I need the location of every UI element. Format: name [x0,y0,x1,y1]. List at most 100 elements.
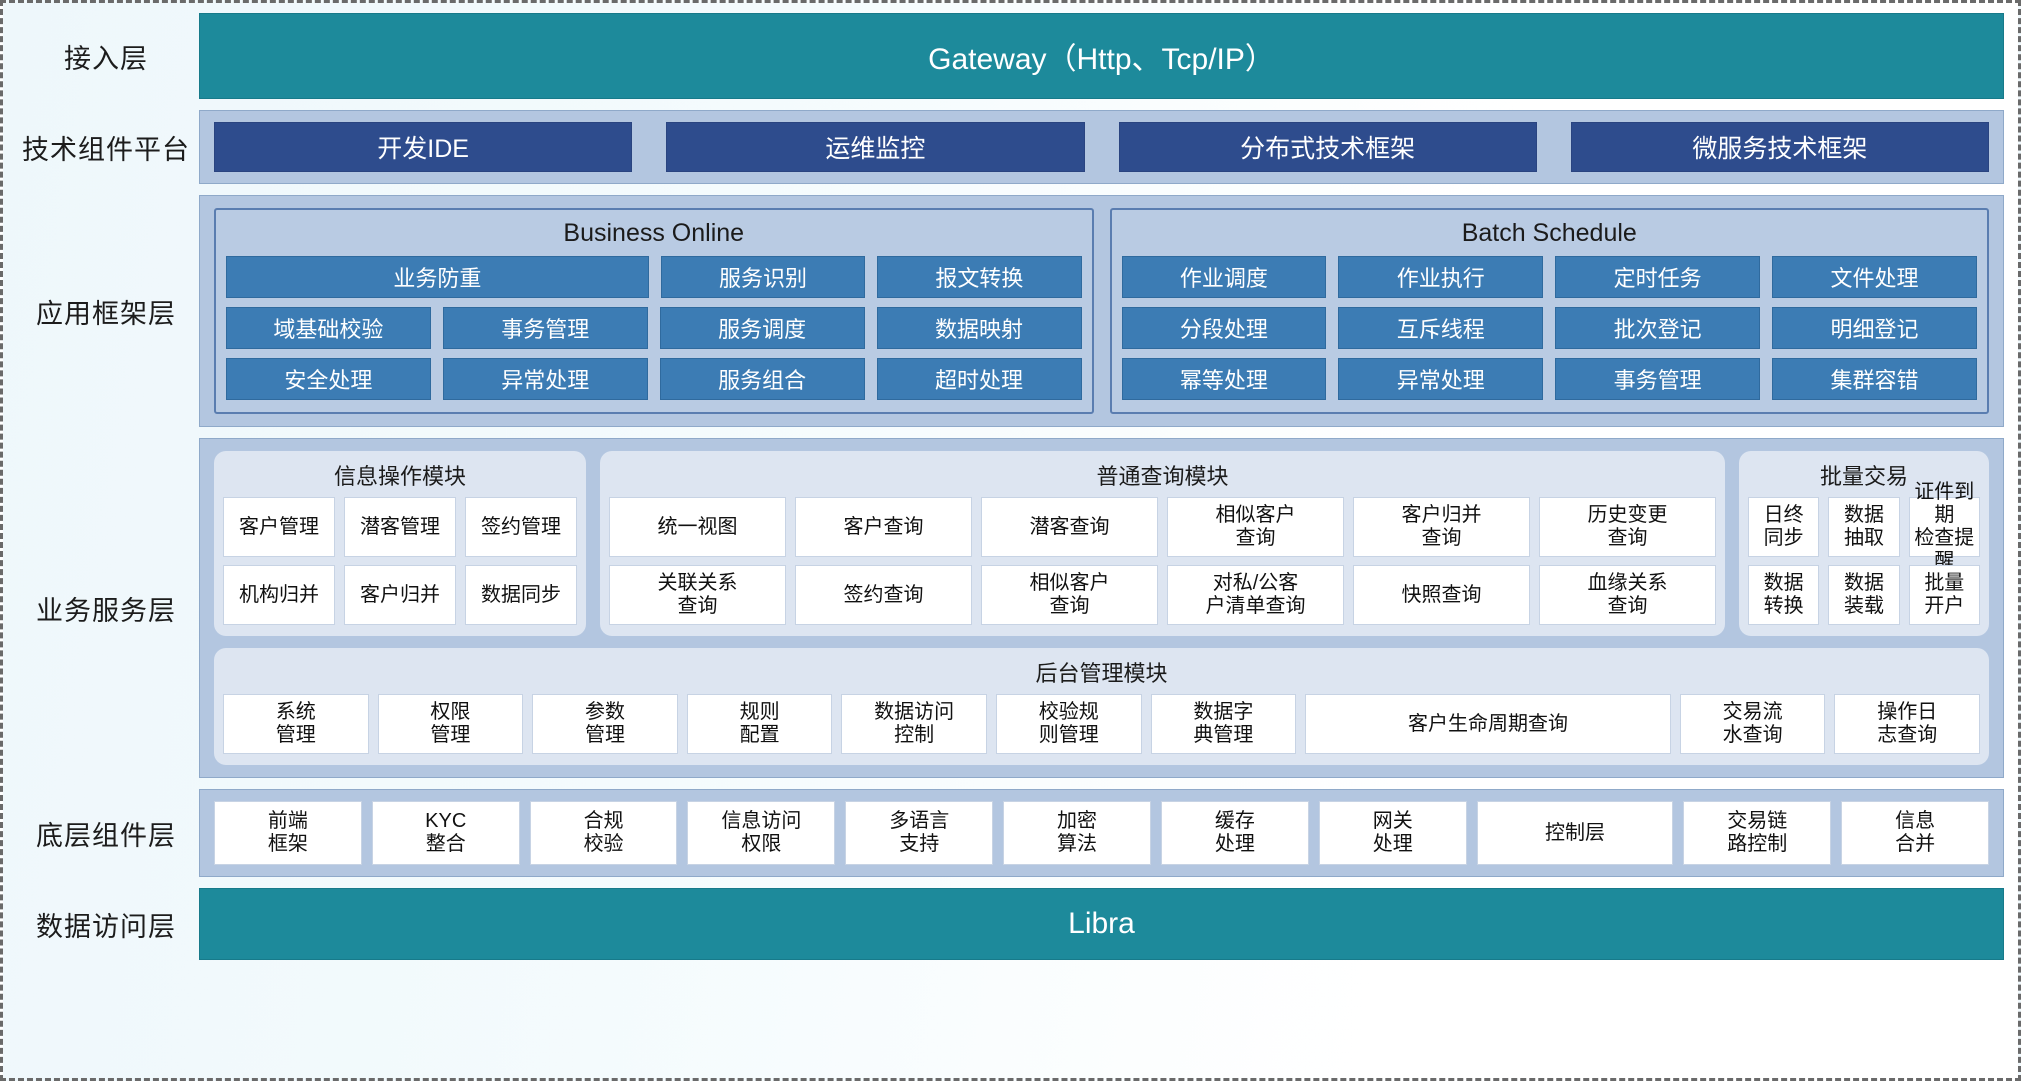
framework-row: 业务防重 服务识别 报文转换 [226,256,1082,298]
fw-cell-message-convert[interactable]: 报文转换 [877,256,1082,298]
business-module-row: 信息操作模块 客户管理 潜客管理 签约管理 机构归并 客户归并 数据同步 [214,451,1989,636]
admin-cell-permission-mgmt[interactable]: 权限管理 [377,694,524,754]
bottom-cell-info-access-permission[interactable]: 信息访问权限 [687,801,836,865]
admin-cell-rule-config[interactable]: 规则配置 [686,694,833,754]
biz-cell-data-load[interactable]: 数据装载 [1828,565,1900,625]
biz-cell-batch-account-open[interactable]: 批量开户 [1908,565,1980,625]
biz-cell-lineage-query[interactable]: 血缘关系查询 [1539,565,1716,625]
biz-group-common-query: 普通查询模块 统一视图 客户查询 潜客查询 相似客户查询 客户归并查询 历史变更… [600,451,1725,636]
bottom-cell-info-merge[interactable]: 信息合并 [1841,801,1990,865]
framework-row: 作业调度 作业执行 定时任务 文件处理 [1121,256,1977,298]
bottom-cell-compliance-check[interactable]: 合规校验 [529,801,678,865]
admin-cell-validation-rule-mgmt[interactable]: 校验规则管理 [995,694,1142,754]
biz-cell-eod-sync[interactable]: 日终同步 [1748,497,1820,557]
fw-cell-exception-process-batch[interactable]: 异常处理 [1338,358,1544,400]
biz-cell-prospect-query[interactable]: 潜客查询 [981,497,1158,557]
layer-tech-platform: 技术组件平台 开发IDE 运维监控 分布式技术框架 微服务技术框架 [13,110,2004,184]
app-framework-panel: Business Online 业务防重 服务识别 报文转换 域基础校验 事务管… [199,195,2004,427]
biz-group-batch-transaction: 批量交易 日终同步 数据抽取 证件到期检查提醒 数据转换 数据装载 批量开户 [1739,451,1989,636]
biz-cell-snapshot-query[interactable]: 快照查询 [1353,565,1530,625]
admin-cell-transaction-flow-query[interactable]: 交易流水查询 [1679,694,1826,754]
layer-app-framework: 应用框架层 Business Online 业务防重 服务识别 报文转换 域基础… [13,195,2004,427]
fw-cell-service-compose[interactable]: 服务组合 [659,358,865,400]
biz-cell-history-change-query[interactable]: 历史变更查询 [1539,497,1716,557]
biz-cell-org-merge[interactable]: 机构归并 [223,565,335,625]
admin-cell-param-mgmt[interactable]: 参数管理 [532,694,678,754]
admin-cell-system-mgmt[interactable]: 系统管理 [223,694,369,754]
fw-cell-transaction-mgmt[interactable]: 事务管理 [442,307,648,349]
biz-cell-customer-merge-query[interactable]: 客户归并查询 [1353,497,1530,557]
fw-cell-detail-register[interactable]: 明细登记 [1772,307,1977,349]
bottom-cell-cache-processing[interactable]: 缓存处理 [1160,801,1309,865]
business-service-panel: 信息操作模块 客户管理 潜客管理 签约管理 机构归并 客户归并 数据同步 [199,438,2004,778]
biz-cell-relation-query[interactable]: 关联关系查询 [609,565,786,625]
biz-row: 关联关系查询 签约查询 相似客户查询 对私/公客户清单查询 快照查询 血缘关系查… [609,565,1716,625]
spacer [13,99,2004,110]
framework-row: 域基础校验 事务管理 服务调度 数据映射 [226,307,1082,349]
layer-body-business-service: 信息操作模块 客户管理 潜客管理 签约管理 机构归并 客户归并 数据同步 [199,438,2004,778]
fw-cell-business-dedup[interactable]: 业务防重 [226,256,649,298]
biz-cell-contract-mgmt[interactable]: 签约管理 [465,497,577,557]
bottom-cell-multilanguage-support[interactable]: 多语言支持 [845,801,994,865]
admin-cell-operation-log-query[interactable]: 操作日志查询 [1834,694,1981,754]
fw-cell-domain-validate[interactable]: 域基础校验 [226,307,431,349]
biz-row: 系统管理 权限管理 参数管理 规则配置 数据访问控制 校验规则管理 数据字典管理… [223,694,1981,754]
gateway-bar[interactable]: Gateway（Http、Tcp/IP） [199,13,2004,99]
tech-item-ops[interactable]: 运维监控 [666,122,1085,172]
fw-cell-batch-register[interactable]: 批次登记 [1555,307,1761,349]
biz-cell-customer-mgmt[interactable]: 客户管理 [223,497,335,557]
biz-cell-unified-view[interactable]: 统一视图 [609,497,786,557]
fw-cell-timed-task[interactable]: 定时任务 [1555,256,1761,298]
bottom-cell-frontend-framework[interactable]: 前端框架 [214,801,362,865]
framework-group-batch-schedule: Batch Schedule 作业调度 作业执行 定时任务 文件处理 分段处理 … [1109,208,1989,414]
framework-group-business-online: Business Online 业务防重 服务识别 报文转换 域基础校验 事务管… [214,208,1094,414]
bottom-cell-transaction-chain-control[interactable]: 交易链路控制 [1683,801,1832,865]
admin-cell-data-access-control[interactable]: 数据访问控制 [841,694,987,754]
bottom-cell-gateway-processing[interactable]: 网关处理 [1318,801,1467,865]
fw-cell-timeout-process[interactable]: 超时处理 [876,358,1082,400]
libra-bar[interactable]: Libra [199,888,2004,960]
fw-cell-mutex-thread[interactable]: 互斥线程 [1338,307,1544,349]
biz-cell-data-sync[interactable]: 数据同步 [465,565,577,625]
biz-cell-similar-customer-query[interactable]: 相似客户查询 [1167,497,1344,557]
biz-cell-cert-expiry-reminder[interactable]: 证件到期检查提醒 [1908,481,1980,572]
biz-cell-similar-customer-query-2[interactable]: 相似客户查询 [981,565,1158,625]
fw-cell-job-execute[interactable]: 作业执行 [1338,256,1544,298]
biz-cell-contract-query[interactable]: 签约查询 [795,565,972,625]
fw-cell-file-process[interactable]: 文件处理 [1772,256,1977,298]
biz-grid: 客户管理 潜客管理 签约管理 机构归并 客户归并 数据同步 [223,497,577,625]
fw-cell-job-schedule[interactable]: 作业调度 [1121,256,1327,298]
fw-cell-segment-process[interactable]: 分段处理 [1121,307,1327,349]
biz-cell-customer-query[interactable]: 客户查询 [795,497,972,557]
fw-cell-idempotent[interactable]: 幂等处理 [1121,358,1327,400]
fw-cell-cluster-fault-tolerance[interactable]: 集群容错 [1772,358,1977,400]
tech-item-ide[interactable]: 开发IDE [214,122,633,172]
fw-cell-security-process[interactable]: 安全处理 [226,358,431,400]
bottom-cell-control-layer[interactable]: 控制层 [1476,801,1674,865]
tech-item-microservice[interactable]: 微服务技术框架 [1570,122,1989,172]
fw-cell-service-schedule[interactable]: 服务调度 [659,307,865,349]
biz-row: 日终同步 数据抽取 证件到期检查提醒 [1748,481,1980,572]
fw-cell-service-identify[interactable]: 服务识别 [660,256,866,298]
layer-label-app-framework: 应用框架层 [36,298,176,329]
layer-body-tech: 开发IDE 运维监控 分布式技术框架 微服务技术框架 [199,110,2004,184]
biz-cell-data-transform[interactable]: 数据转换 [1748,565,1820,625]
biz-cell-customer-merge[interactable]: 客户归并 [344,565,456,625]
spacer [13,184,2004,195]
fw-cell-exception-process[interactable]: 异常处理 [442,358,648,400]
spacer [13,778,2004,789]
admin-cell-customer-lifecycle-query[interactable]: 客户生命周期查询 [1305,694,1671,754]
tech-item-distributed[interactable]: 分布式技术框架 [1118,122,1537,172]
biz-cell-prospect-mgmt[interactable]: 潜客管理 [344,497,456,557]
bottom-cell-encryption-algorithm[interactable]: 加密算法 [1003,801,1151,865]
biz-cell-data-extract[interactable]: 数据抽取 [1828,497,1900,557]
framework-row: 分段处理 互斥线程 批次登记 明细登记 [1121,307,1977,349]
fw-cell-transaction-mgmt-batch[interactable]: 事务管理 [1555,358,1761,400]
admin-cell-data-dictionary-mgmt[interactable]: 数据字典管理 [1150,694,1297,754]
biz-row: 客户管理 潜客管理 签约管理 [223,497,577,557]
fw-cell-data-mapping[interactable]: 数据映射 [876,307,1082,349]
biz-cell-private-public-list-query[interactable]: 对私/公客户清单查询 [1167,565,1344,625]
